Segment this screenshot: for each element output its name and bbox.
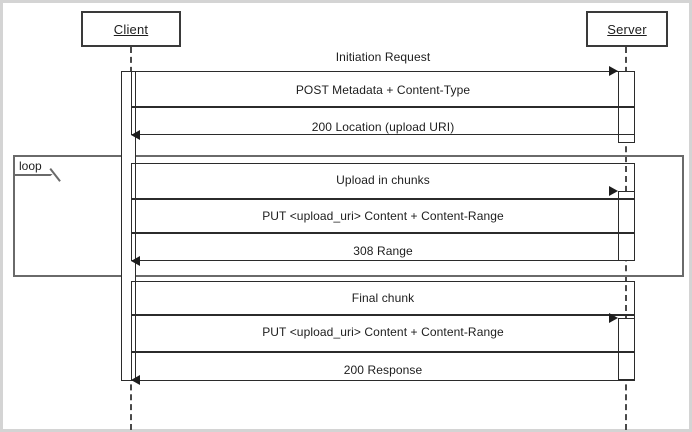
activation-bar-client (121, 71, 136, 381)
loop-fragment-frame (13, 155, 684, 277)
arrowhead-initiation-request (609, 66, 618, 76)
message-label-final-request: PUT <upload_uri> Content + Content-Range (262, 325, 504, 339)
loop-fragment-label-text: loop (19, 158, 42, 173)
message-label-final-response: 200 Response (343, 363, 423, 377)
loop-fragment-label: loop (13, 155, 61, 176)
note-upload-in-chunks: Upload in chunks (336, 173, 430, 187)
arrowhead-initiation-response (131, 130, 140, 140)
participant-label-server: Server (607, 21, 647, 37)
participant-box-server[interactable]: Server (586, 11, 668, 47)
arrowhead-final-request (609, 313, 618, 323)
message-box-chunk-response (131, 233, 635, 261)
message-box-chunk-request (131, 199, 635, 233)
message-box-final-response (131, 352, 635, 381)
note-final-chunk: Final chunk (351, 291, 415, 305)
participant-box-client[interactable]: Client (81, 11, 181, 47)
message-label-chunk-request: PUT <upload_uri> Content + Content-Range (262, 209, 504, 223)
message-box-chunks-note (131, 163, 635, 199)
arrowhead-chunk-response (131, 256, 140, 266)
message-box-initiation-request (131, 71, 635, 107)
participant-label-client: Client (113, 21, 149, 37)
arrowhead-final-response (131, 375, 140, 385)
message-box-initiation-response (131, 107, 635, 135)
message-label-initiation-request: POST Metadata + Content-Type (295, 83, 471, 97)
message-box-final-request (131, 315, 635, 352)
message-box-final-note (131, 281, 635, 315)
message-label-chunk-response: 308 Range (353, 244, 413, 258)
arrowhead-chunk-request (609, 186, 618, 196)
message-label-initiation-response: 200 Location (upload URI) (311, 120, 455, 134)
note-initiation-request: Initiation Request (335, 50, 431, 64)
